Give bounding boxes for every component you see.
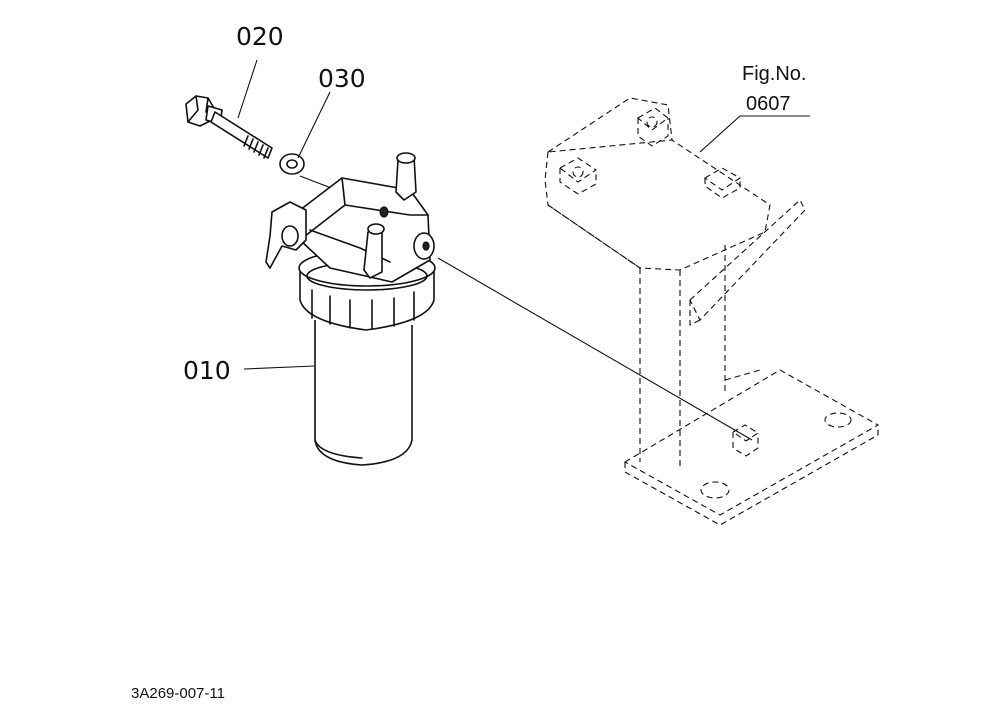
washer-part	[279, 91, 331, 175]
assembly-line	[437, 257, 753, 441]
bolt-part	[185, 59, 273, 159]
figure-ref-number: 0607	[746, 93, 791, 115]
figure-ref-label: Fig.No.	[742, 63, 807, 85]
mounting-bracket	[544, 97, 880, 526]
callout-bolt: 020	[236, 22, 284, 51]
callout-washer: 030	[318, 64, 366, 93]
drawing-id: 3A269-007-11	[131, 685, 225, 702]
callout-filter: 010	[183, 356, 231, 385]
filter-part	[243, 152, 436, 466]
